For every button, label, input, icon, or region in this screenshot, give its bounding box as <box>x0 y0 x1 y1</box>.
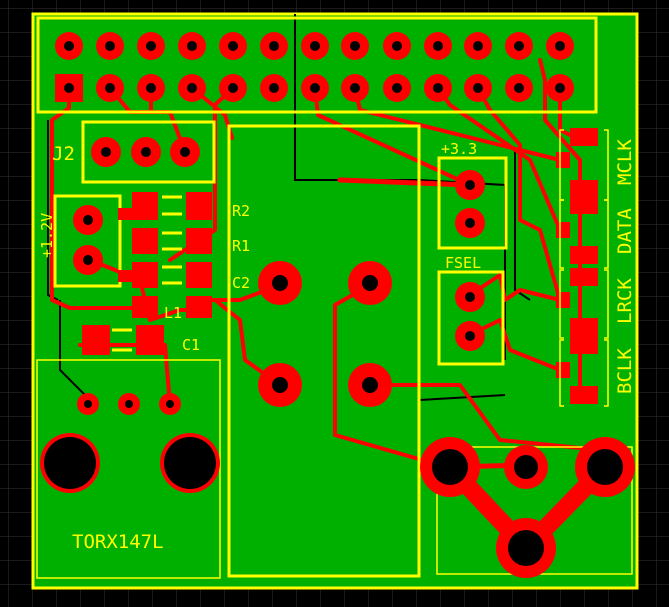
torx-label: TORX147L <box>72 531 164 553</box>
c1-label: C1 <box>182 336 200 354</box>
header-top-row <box>55 32 574 60</box>
board-silk-outline <box>31 12 639 590</box>
l1-label: L1 <box>164 304 182 322</box>
header-bottom-row <box>55 74 574 102</box>
j2-silk-outline <box>81 120 216 184</box>
v33-label: +3.3 <box>441 140 477 158</box>
v33-silk-outline <box>437 156 508 250</box>
fsel-label: FSEL <box>445 254 481 272</box>
data-label: DATA <box>614 208 636 254</box>
torx-silk-outline <box>36 359 221 579</box>
smd-pads <box>82 192 212 355</box>
c2-label: C2 <box>232 274 250 292</box>
fsel-silk-outline <box>437 270 505 366</box>
bclk-label: BCLK <box>614 348 636 394</box>
smd-silk-marks <box>112 195 182 352</box>
right-silk-brackets <box>559 129 609 407</box>
v33-pins <box>455 170 485 238</box>
center-component-pads <box>258 261 392 407</box>
j2-pins <box>91 137 200 167</box>
j2-label: J2 <box>52 143 75 165</box>
header-silk-outline <box>36 16 598 114</box>
torx-pins <box>77 393 181 415</box>
r1-label: R1 <box>232 237 250 255</box>
lrck-label: LRCK <box>614 278 636 324</box>
v12-label: +1.2V <box>38 213 56 258</box>
rca-pads <box>420 437 635 578</box>
fsel-pins <box>455 282 485 351</box>
r2-label: R2 <box>232 202 250 220</box>
mclk-label: MCLK <box>614 139 636 185</box>
v12-silk-outline <box>53 194 122 288</box>
v12-pins <box>73 205 103 275</box>
torx-mount-holes <box>40 433 220 493</box>
center-component-outline <box>227 124 421 578</box>
